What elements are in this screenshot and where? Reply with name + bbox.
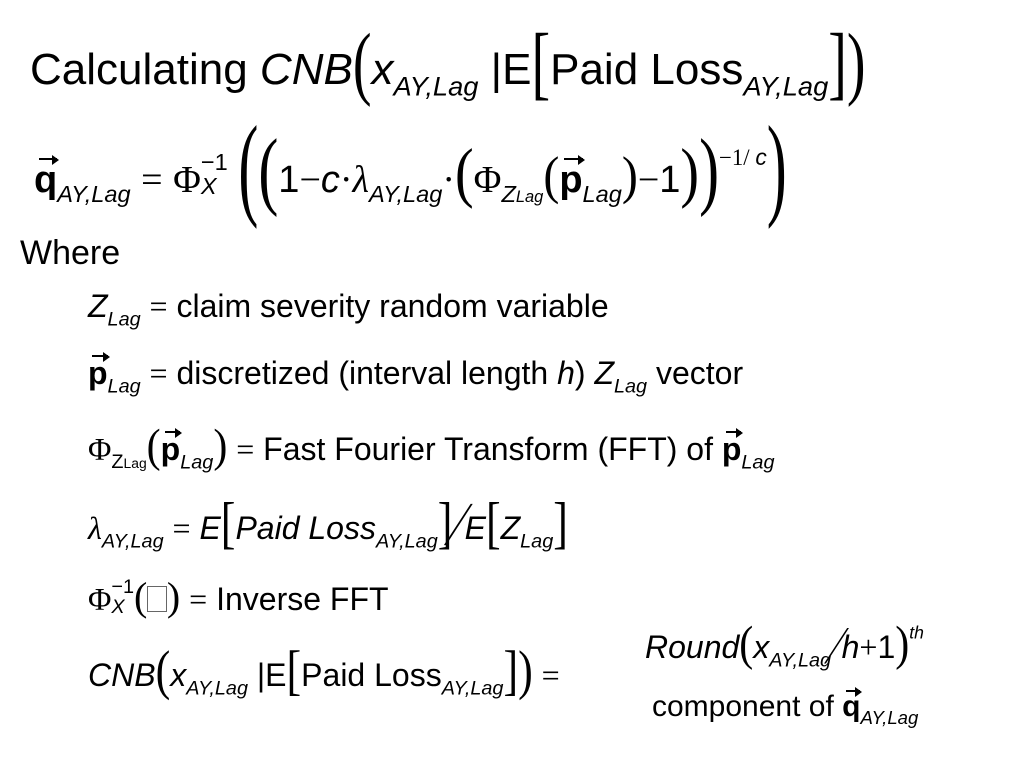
component-of-q: component of qAY,Lag <box>652 686 919 728</box>
vector-p: p <box>559 154 585 201</box>
title-word: Calculating <box>30 45 248 94</box>
definition-p-lag: pLag = discretized (interval length h) Z… <box>88 351 744 398</box>
vector-q: q <box>34 154 60 201</box>
definition-lambda: λAY,Lag = E[Paid LossAY,Lag]/E[ZLag] <box>88 490 568 559</box>
lambda-symbol: λ <box>352 159 369 201</box>
title-cnb: CNB <box>259 45 353 94</box>
definition-cnb: CNB(xAY,Lag |E[Paid LossAY,Lag]) = <box>88 639 560 701</box>
where-label: Where <box>20 234 121 272</box>
open-paren: ( <box>352 18 372 109</box>
placeholder-box-icon <box>147 585 167 612</box>
page-title: Calculating CNB(xAY,Lag |E[Paid LossAY,L… <box>30 18 866 109</box>
definition-fft: ΦZLag(pLag) = Fast Fourier Transform (FF… <box>88 421 775 474</box>
round-expression: Round(xAY,Lag/h+1)th <box>645 616 924 676</box>
definition-z-lag: ZLag = claim severity random variable <box>88 288 609 331</box>
phi-symbol: Φ <box>173 159 201 201</box>
